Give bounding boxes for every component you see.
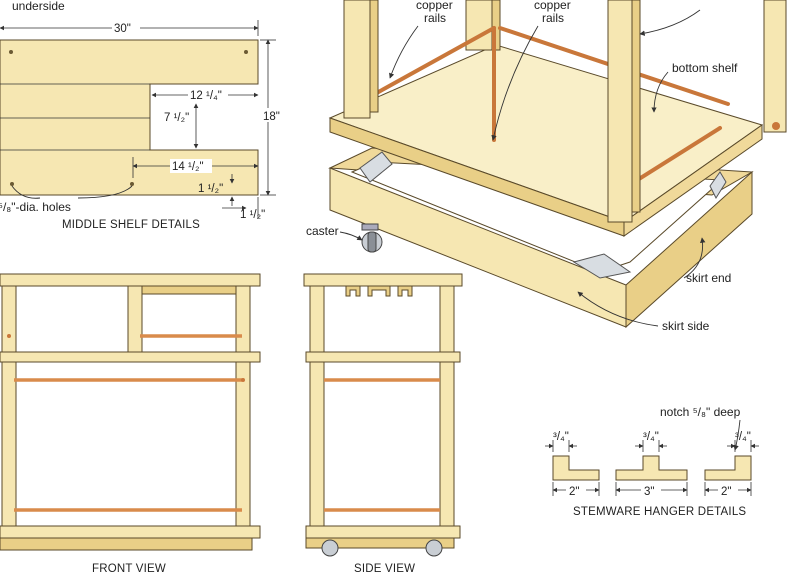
leg xyxy=(1,285,17,353)
leg xyxy=(235,285,251,353)
copper-rail xyxy=(362,26,496,102)
skirt xyxy=(0,537,253,551)
middle-shelf-edge xyxy=(305,351,461,363)
slot-length-dim: 14 ¹/₂" xyxy=(172,161,204,173)
bottom-shelf-edge xyxy=(0,525,261,539)
right-width-dim: 2" xyxy=(721,486,731,498)
front-view-caption: FRONT VIEW xyxy=(92,563,166,574)
front-leg xyxy=(343,0,371,119)
leg xyxy=(309,361,325,527)
depth-dim-right: ³/₄" xyxy=(735,431,751,443)
skirt-end-label: skirt end xyxy=(686,271,731,285)
hanger-right xyxy=(704,455,752,481)
width-dim: 30" xyxy=(114,23,131,35)
notch-height-dim: 7 ¹/₂" xyxy=(164,112,189,124)
caster xyxy=(361,223,383,253)
caster-wheel xyxy=(425,539,443,557)
front-leg xyxy=(607,0,633,223)
slot-offset-dim: 1 ¹/₂" xyxy=(198,183,223,195)
hanger-left xyxy=(552,455,600,481)
corner-bracket xyxy=(359,151,393,183)
leg xyxy=(309,285,325,353)
skirt-side-label: skirt side xyxy=(662,319,710,333)
leg xyxy=(235,361,251,527)
top-panel xyxy=(303,273,463,287)
post xyxy=(127,285,143,353)
hole xyxy=(244,50,248,54)
caster-wheel xyxy=(321,539,339,557)
corner-bracket xyxy=(709,171,727,200)
top-panel xyxy=(0,273,261,287)
height-dim: 18" xyxy=(263,111,280,123)
depth-dim-left: ³/₄" xyxy=(553,431,569,443)
middle-shelf-details: underside 30" 18" 12 ¹/₄" 7 ¹/₂" 1 xyxy=(0,0,288,231)
back-leg xyxy=(763,0,787,133)
middle-shelf-caption: MIDDLE SHELF DETAILS xyxy=(62,219,200,231)
caster-label: caster xyxy=(306,224,339,238)
middle-width-dim: 3" xyxy=(644,486,654,498)
stemware-caption: STEMWARE HANGER DETAILS xyxy=(573,506,746,518)
bottom-shelf-label: bottom shelf xyxy=(672,61,738,75)
hole xyxy=(10,182,14,186)
hanger-middle xyxy=(615,455,688,481)
back-leg xyxy=(465,0,493,51)
middle-shelf-edge xyxy=(0,351,261,363)
holes-label: ⁵/₈"-dia. holes xyxy=(0,200,71,214)
depth-dim-middle: ³/₄" xyxy=(643,431,659,443)
stemware-hanger-details: notch ⁵/₈" deep ³/₄" ³/₄" ³/₄" 2" xyxy=(545,405,759,518)
side-view-caption: SIDE VIEW xyxy=(354,563,415,574)
leg xyxy=(1,361,17,527)
middle-shelf-panel xyxy=(0,39,259,196)
left-width-dim: 2" xyxy=(569,486,579,498)
leg xyxy=(439,285,455,353)
notch-width-dim: 12 ¹/₄" xyxy=(190,90,222,102)
stemware-hangers xyxy=(345,285,413,297)
skirt-end xyxy=(625,170,753,329)
bottom-shelf-edge xyxy=(305,525,461,539)
leg xyxy=(439,361,455,527)
hole xyxy=(130,182,134,186)
underside-label: underside xyxy=(12,0,65,13)
side-view: SIDE VIEW xyxy=(303,273,463,574)
front-view: FRONT VIEW xyxy=(0,273,261,574)
edge-offset-dim: 1 ¹/₂" xyxy=(240,209,265,221)
notch-label: notch ⁵/₈" deep xyxy=(660,405,741,419)
hole xyxy=(9,50,13,54)
skirt xyxy=(305,537,455,549)
corner-bracket xyxy=(572,253,632,279)
